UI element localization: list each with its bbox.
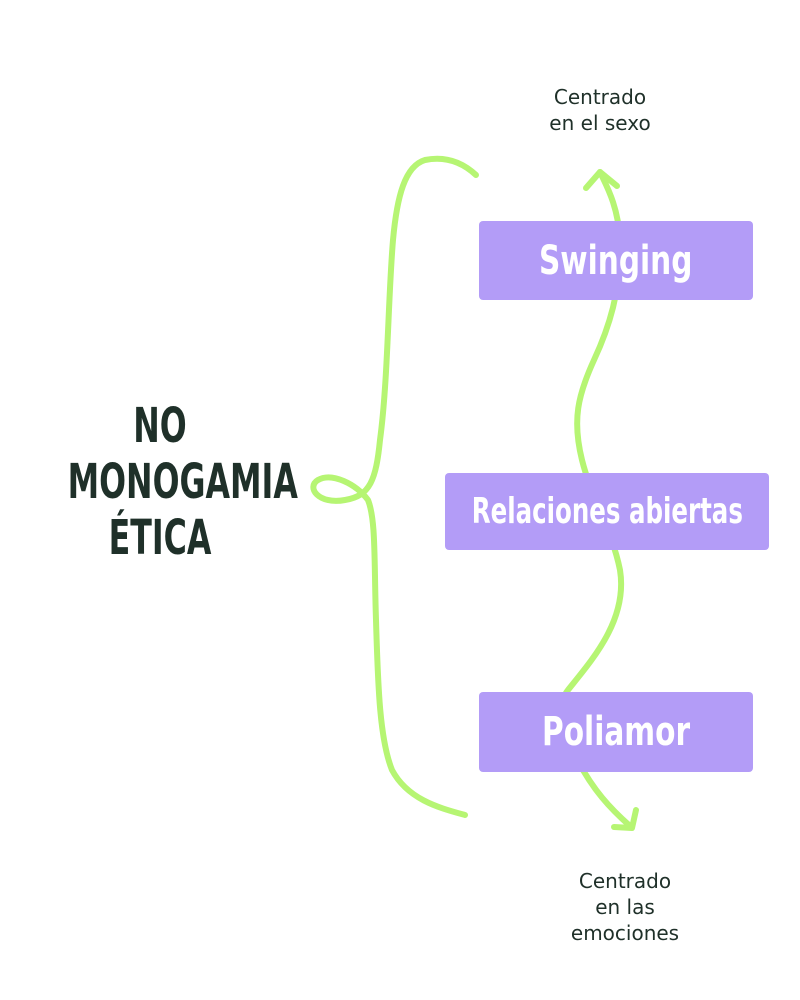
node-poliamor: Poliamor: [479, 692, 753, 772]
node-swinging-label: Swinging: [539, 237, 693, 284]
node-relaciones-abiertas-label: Relaciones abiertas: [471, 491, 743, 532]
main-title-line-3: ÉTICA: [108, 510, 212, 566]
curly-brace: [310, 155, 479, 818]
main-title-line-1: NO: [133, 398, 187, 454]
bottom-end-label: Centrado en las emociones: [545, 868, 705, 946]
node-relaciones-abiertas: Relaciones abiertas: [445, 473, 769, 550]
node-poliamor-label: Poliamor: [541, 709, 691, 755]
bottom-end-label-line-1: Centrado: [578, 869, 672, 893]
arrow-down-icon: [611, 807, 639, 831]
bottom-end-label-line-3: emociones: [570, 921, 680, 945]
bottom-end-label-line-2: en las: [595, 895, 655, 919]
main-title-line-2: MONOGAMIA: [67, 454, 298, 510]
node-swinging: Swinging: [479, 221, 753, 300]
top-end-label-line-1: Centrado: [553, 85, 647, 109]
main-title: NO MONOGAMIA ÉTICA: [67, 398, 298, 566]
arrow-up-icon: [583, 169, 620, 191]
top-end-label-line-2: en el sexo: [549, 111, 651, 135]
top-end-label: Centrado en el sexo: [520, 84, 680, 136]
